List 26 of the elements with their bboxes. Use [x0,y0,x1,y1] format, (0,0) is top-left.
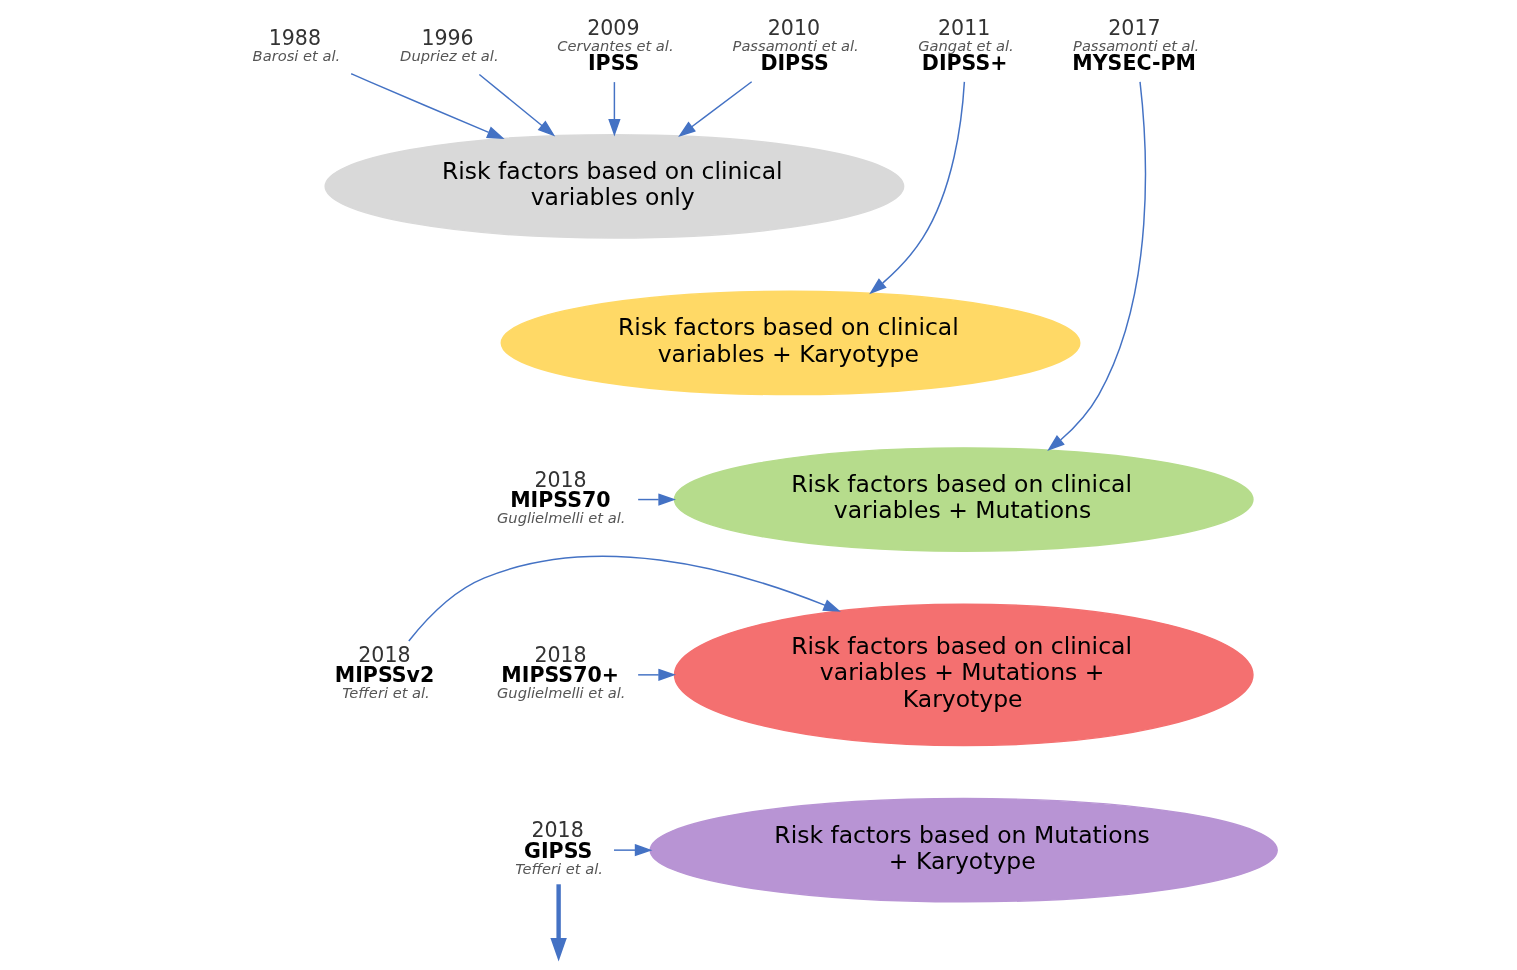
node-ellipse: Risk factors based on clinical variables only [323,133,904,239]
arrow [549,884,567,962]
node-text: 2010 Passamonti et al. DIPSS [732,15,859,76]
node-text: 1996 Dupriez et al. [399,26,499,65]
node-ellipse: Risk factors based on clinical variables + Mutations + Karyotype [673,603,1254,747]
arrow [636,493,676,506]
arrow [636,668,676,682]
arrow [868,81,965,295]
node-text: 2018 MIPSS70+ Guglielmelli et al. [496,642,625,702]
arrow [407,555,841,642]
arrow [607,81,621,137]
node-text: 2018 GIPSS Tefferi et al. [514,818,603,877]
arrow [612,843,652,857]
node-ellipse: Risk factors based on clinical variables + Mutations [673,447,1254,552]
node-text: 2009 Cervantes et al. IPSS [556,15,674,76]
node-text: 1988 Barosi et al. [252,26,340,65]
arrow [478,73,555,137]
arrow [1046,81,1146,452]
node-text: 2018 MIPSSv2 Tefferi et al. [334,642,434,702]
node-text: 2018 MIPSS70 Guglielmelli et al. [496,467,625,527]
arrow [677,81,752,137]
arrow [349,73,505,140]
node-text: 2017 Passamonti et al. MYSEC-PM [1071,15,1199,76]
node-text: 2011 Gangat et al. DIPSS+ [917,15,1014,76]
node-ellipse: Risk factors based on Mutations + Karyotype [649,797,1278,903]
node-ellipse: Risk factors based on clinical variables + Karyotype [500,290,1080,396]
